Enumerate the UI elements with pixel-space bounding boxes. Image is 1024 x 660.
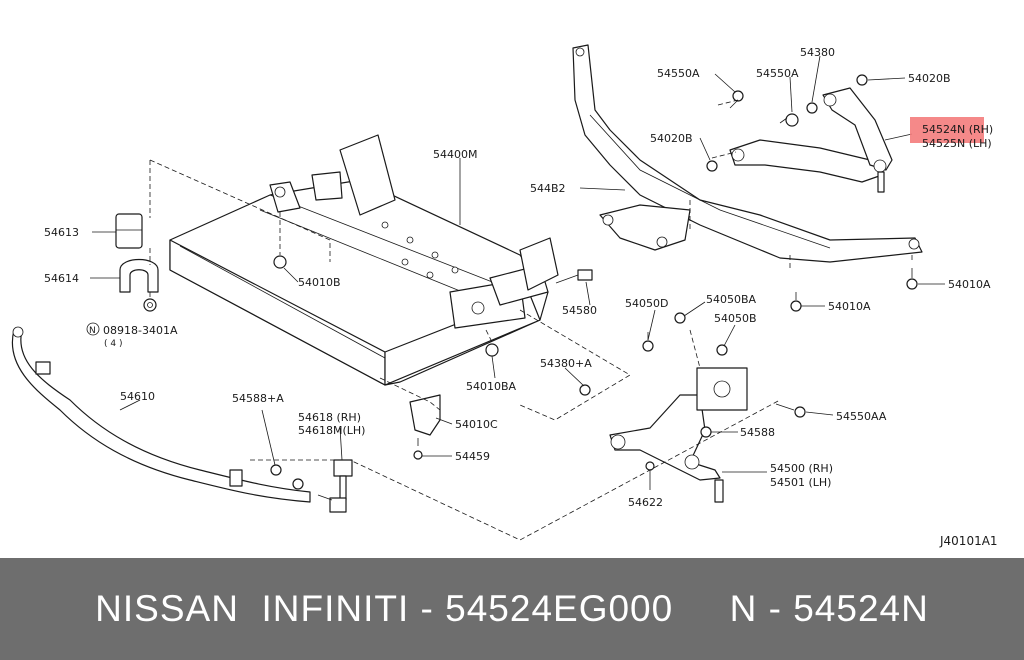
label-54580: 54580 [562, 304, 597, 317]
drawing-id: J40101A1 [939, 534, 998, 548]
part-labels: 54550A 54550A 54380 54020B 54524N (RH) 5… [44, 46, 998, 548]
label-54588a: 54588+A [232, 392, 284, 405]
label-54588: 54588 [740, 426, 775, 439]
label-08918-qty: ( 4 ) [104, 339, 122, 349]
part-number-banner: NISSAN INFINITI - 54524EG000 N - 54524N [0, 558, 1024, 660]
label-54618: 54618 (RH) [298, 411, 361, 424]
part-number-text: NISSAN INFINITI - 54524EG000 N - 54524N [95, 588, 929, 629]
label-54050d: 54050D [625, 297, 668, 310]
label-54610: 54610 [120, 390, 155, 403]
lower-arm-54500 [609, 367, 748, 503]
label-54622: 54622 [628, 496, 663, 509]
label-544b2: 544B2 [530, 182, 566, 195]
label-54614: 54614 [44, 272, 79, 285]
label-54020b-mid: 54020B [650, 132, 693, 145]
label-54501: 54501 (LH) [770, 476, 831, 489]
label-54050b: 54050B [714, 312, 757, 325]
label-54010a-mid: 54010A [828, 300, 871, 313]
label-54380a: 54380+A [540, 357, 592, 370]
label-54020b-top: 54020B [908, 72, 951, 85]
label-54613: 54613 [44, 226, 79, 239]
label-54380: 54380 [800, 46, 835, 59]
label-54550a-top: 54550A [657, 67, 700, 80]
fasteners [270, 74, 918, 490]
label-54550a-mid: 54550A [756, 67, 799, 80]
label-54010ba: 54010BA [466, 380, 517, 393]
label-08918: 08918-3401A [103, 324, 178, 337]
upper-arm-54524n [729, 87, 893, 193]
label-54524n: 54524N (RH) [922, 123, 993, 136]
label-54618m: 54618M(LH) [298, 424, 365, 437]
nut-08918 [143, 298, 157, 312]
label-54010c: 54010C [455, 418, 498, 431]
label-54050ba: 54050BA [706, 293, 757, 306]
label-54010b: 54010B [298, 276, 341, 289]
bushing-54613 [115, 213, 143, 249]
suspension-exploded-diagram: 54550A 54550A 54380 54020B 54524N (RH) 5… [11, 44, 998, 548]
label-54400m: 54400M [433, 148, 477, 161]
label-54459: 54459 [455, 450, 490, 463]
leader-lines [90, 55, 945, 490]
label-54550aa: 54550AA [836, 410, 887, 423]
connecting-rod-54618 [317, 459, 353, 513]
clamp-54614 [119, 259, 159, 293]
upper-link-544b2 [572, 44, 923, 263]
label-54525n: 54525N (LH) [922, 137, 992, 150]
part-highlight [910, 117, 984, 143]
bracket-54010c [409, 394, 441, 436]
suspension-member-54400m [169, 134, 559, 386]
stabilizer-bar-54610 [11, 326, 311, 503]
label-08918-prefix: N [89, 326, 96, 336]
label-54010a-right: 54010A [948, 278, 991, 291]
label-54500: 54500 (RH) [770, 462, 833, 475]
